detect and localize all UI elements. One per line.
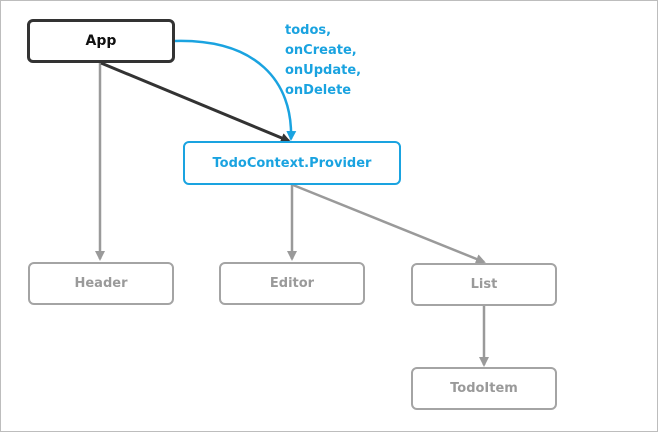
node-editor-label: Editor [269, 276, 315, 291]
node-list-label: List [470, 277, 498, 292]
node-editor[interactable]: Editor [219, 262, 365, 305]
prop-ondelete: onDelete [285, 83, 352, 98]
arrow-context-value [174, 39, 297, 141]
node-list[interactable]: List [411, 263, 557, 306]
prop-oncreate: onCreate, [285, 43, 357, 58]
node-todoitem[interactable]: TodoItem [411, 367, 557, 410]
node-app[interactable]: App [27, 19, 175, 63]
node-todoitem-label: TodoItem [450, 381, 518, 396]
node-app-label: App [85, 33, 117, 49]
node-todocontext-provider[interactable]: TodoContext.Provider [183, 141, 401, 185]
arrow-app-to-provider [100, 61, 291, 143]
context-value-label: todos, onCreate, onUpdate, onDelete [285, 21, 361, 101]
prop-onupdate: onUpdate, [285, 63, 362, 78]
node-header-label: Header [74, 276, 128, 291]
node-header[interactable]: Header [28, 262, 174, 305]
node-provider-label: TodoContext.Provider [212, 155, 372, 171]
prop-todos: todos, [285, 23, 332, 38]
arrow-provider-to-list [292, 183, 486, 264]
